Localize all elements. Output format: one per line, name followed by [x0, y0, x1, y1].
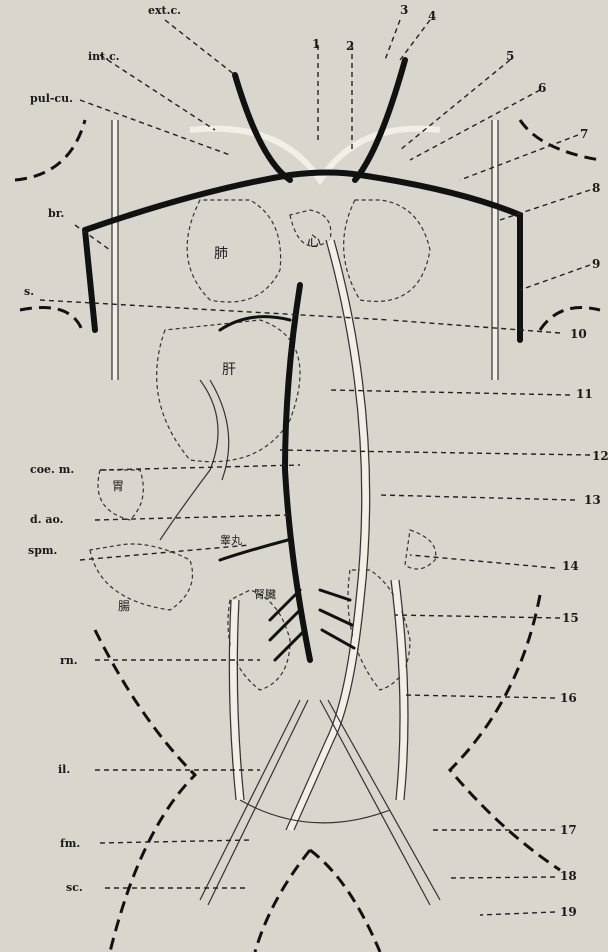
label-pul-cu: pul-cu.: [30, 92, 73, 105]
number-7: 7: [580, 127, 588, 141]
label-heart: 心: [307, 234, 321, 250]
label-int-c: int.c.: [88, 50, 120, 63]
label-br: br.: [48, 207, 64, 220]
number-13: 13: [584, 493, 601, 507]
number-9: 9: [592, 257, 600, 271]
number-4: 4: [428, 9, 436, 23]
label-ext-c: ext.c.: [148, 4, 181, 17]
label-fm: fm.: [60, 837, 80, 850]
label-d-ao: d. ao.: [30, 513, 63, 526]
label-coe-m: coe. m.: [30, 463, 74, 476]
label-spm: spm.: [28, 544, 57, 557]
label-testis: 睾丸: [220, 533, 242, 547]
number-1: 1: [312, 37, 320, 51]
label-liver: 肝: [222, 362, 236, 378]
label-stomach: 胃: [112, 479, 124, 493]
label-s: s.: [24, 285, 34, 298]
label-kidney: 腎臓: [254, 588, 276, 601]
label-sc: sc.: [66, 881, 83, 894]
label-il: il.: [58, 763, 70, 776]
number-18: 18: [560, 869, 577, 883]
number-12: 12: [592, 449, 608, 463]
number-17: 17: [560, 823, 577, 837]
number-5: 5: [506, 49, 514, 63]
label-intestine: 腸: [118, 599, 130, 613]
number-14: 14: [562, 559, 579, 573]
number-11: 11: [576, 387, 593, 401]
number-3: 3: [400, 3, 408, 17]
number-10: 10: [570, 327, 587, 341]
number-2: 2: [346, 39, 354, 53]
number-8: 8: [592, 181, 600, 195]
label-rn: rn.: [60, 654, 78, 667]
number-19: 19: [560, 905, 577, 919]
number-16: 16: [560, 691, 577, 705]
label-lung: 肺: [214, 246, 228, 262]
number-6: 6: [538, 81, 546, 95]
number-15: 15: [562, 611, 579, 625]
